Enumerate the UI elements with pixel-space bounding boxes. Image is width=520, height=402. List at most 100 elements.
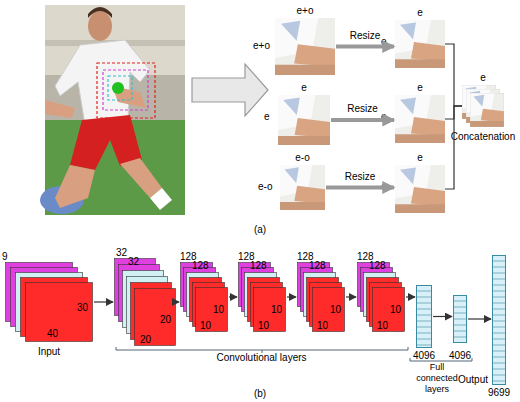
fc-cell (493, 339, 505, 340)
conv-layer-stack: 1281281010 (297, 262, 345, 332)
layer-size: 32 (116, 247, 127, 258)
patch-arm (411, 187, 445, 206)
patch-shape (278, 95, 330, 145)
dimension-label: e (395, 82, 445, 93)
patch-shape (395, 95, 445, 143)
crop-box (108, 76, 132, 100)
patch-shape (395, 20, 445, 68)
fc-cell (454, 307, 466, 308)
fc-cell (493, 273, 505, 274)
photo-sock (150, 188, 172, 210)
photo-head (88, 11, 112, 41)
fc-cell (493, 261, 505, 262)
resized-patch: ee (395, 165, 445, 213)
conv-layer-stack: 1281281010 (180, 262, 228, 332)
fc-cell (493, 303, 505, 304)
layer-size: Input (5, 346, 93, 357)
layer-size: 10 (317, 320, 328, 331)
fc-cell (493, 285, 505, 286)
dimension-label: e (264, 111, 270, 122)
fc-cell (493, 291, 505, 292)
flow-arrow (468, 318, 491, 319)
conv-layer-stack: 1281281010 (238, 262, 286, 332)
dimension-label: e (395, 7, 445, 18)
image-patch: ee (278, 95, 330, 145)
fc-cell (493, 333, 505, 334)
dimension-label: e-o (280, 152, 325, 163)
patch-arm (294, 186, 325, 204)
patch-skin (280, 202, 325, 210)
layer-size: 20 (160, 314, 171, 325)
fc-cell (417, 333, 431, 334)
photo-hair (88, 7, 112, 18)
resize-arrow (326, 186, 394, 190)
feature-map (196, 288, 228, 332)
patch-background (470, 93, 504, 127)
fc-cell (493, 381, 505, 382)
patch-shape (280, 165, 325, 210)
group-label: Full connected layers (408, 362, 466, 395)
feature-map (135, 289, 176, 346)
patch-image (275, 18, 335, 75)
dimension-label: e (381, 181, 387, 192)
conv-layer-stack: 32322020 (114, 258, 176, 346)
flow-arrow (433, 316, 452, 317)
photo-leg (120, 158, 162, 198)
patch-skin (275, 65, 335, 75)
fc-bar (454, 296, 467, 343)
fc-bar (417, 286, 432, 348)
fc-cell (454, 337, 466, 338)
patch-image (278, 95, 330, 145)
fc-cell (417, 309, 431, 310)
edge-label: Resize (335, 30, 395, 41)
fc-cell (493, 351, 505, 352)
merge-bracket (445, 106, 462, 119)
panel-label: (a) (250, 224, 270, 235)
fc-cell (417, 297, 431, 298)
patch-image (395, 165, 445, 213)
fc-cell (493, 279, 505, 280)
fc-cell (493, 315, 505, 316)
merge-bracket (445, 44, 462, 106)
fc-cell (454, 301, 466, 302)
dimension-label: e (462, 72, 504, 83)
layer-size: 10 (271, 304, 282, 315)
patch-image (395, 95, 445, 143)
image-patch: e-oe-o (280, 165, 325, 210)
resized-patch: ee (395, 20, 445, 68)
flow-arrow (229, 296, 237, 297)
panel-label: (b) (250, 388, 270, 399)
layer-size: 128 (192, 260, 209, 271)
feature-map (313, 288, 345, 332)
fc-cell (417, 321, 431, 322)
fc-shape (453, 295, 467, 343)
layer-size: 4096 (446, 350, 474, 361)
fc-cell (417, 339, 431, 340)
patch-border (470, 93, 504, 127)
layer-size: 32 (128, 256, 139, 267)
layer-size: 128 (369, 260, 386, 271)
layer-size: 10 (258, 320, 269, 331)
patch-background (395, 95, 445, 143)
patch-shape (395, 165, 445, 213)
merge-bracket (445, 106, 462, 189)
patch-arm (295, 118, 330, 138)
fc-cell (454, 319, 466, 320)
layer-size: 30 (77, 302, 88, 313)
fc-cell (493, 357, 505, 358)
patch-background (395, 165, 445, 213)
layer-size: 20 (140, 334, 151, 345)
edge-label: Resize (330, 171, 390, 182)
patch-shadow (400, 22, 416, 39)
dimension-label: e (395, 152, 445, 163)
fc-cell (454, 325, 466, 326)
feature-map (373, 288, 405, 332)
patch-shadow (283, 98, 300, 116)
patch-shadow (281, 21, 300, 41)
patch-image (395, 20, 445, 68)
photo (40, 5, 185, 215)
layer-size: 10 (330, 304, 341, 315)
fc-shape (416, 285, 432, 348)
fc-layer: 4096 (416, 285, 432, 348)
photo-background (45, 5, 185, 215)
